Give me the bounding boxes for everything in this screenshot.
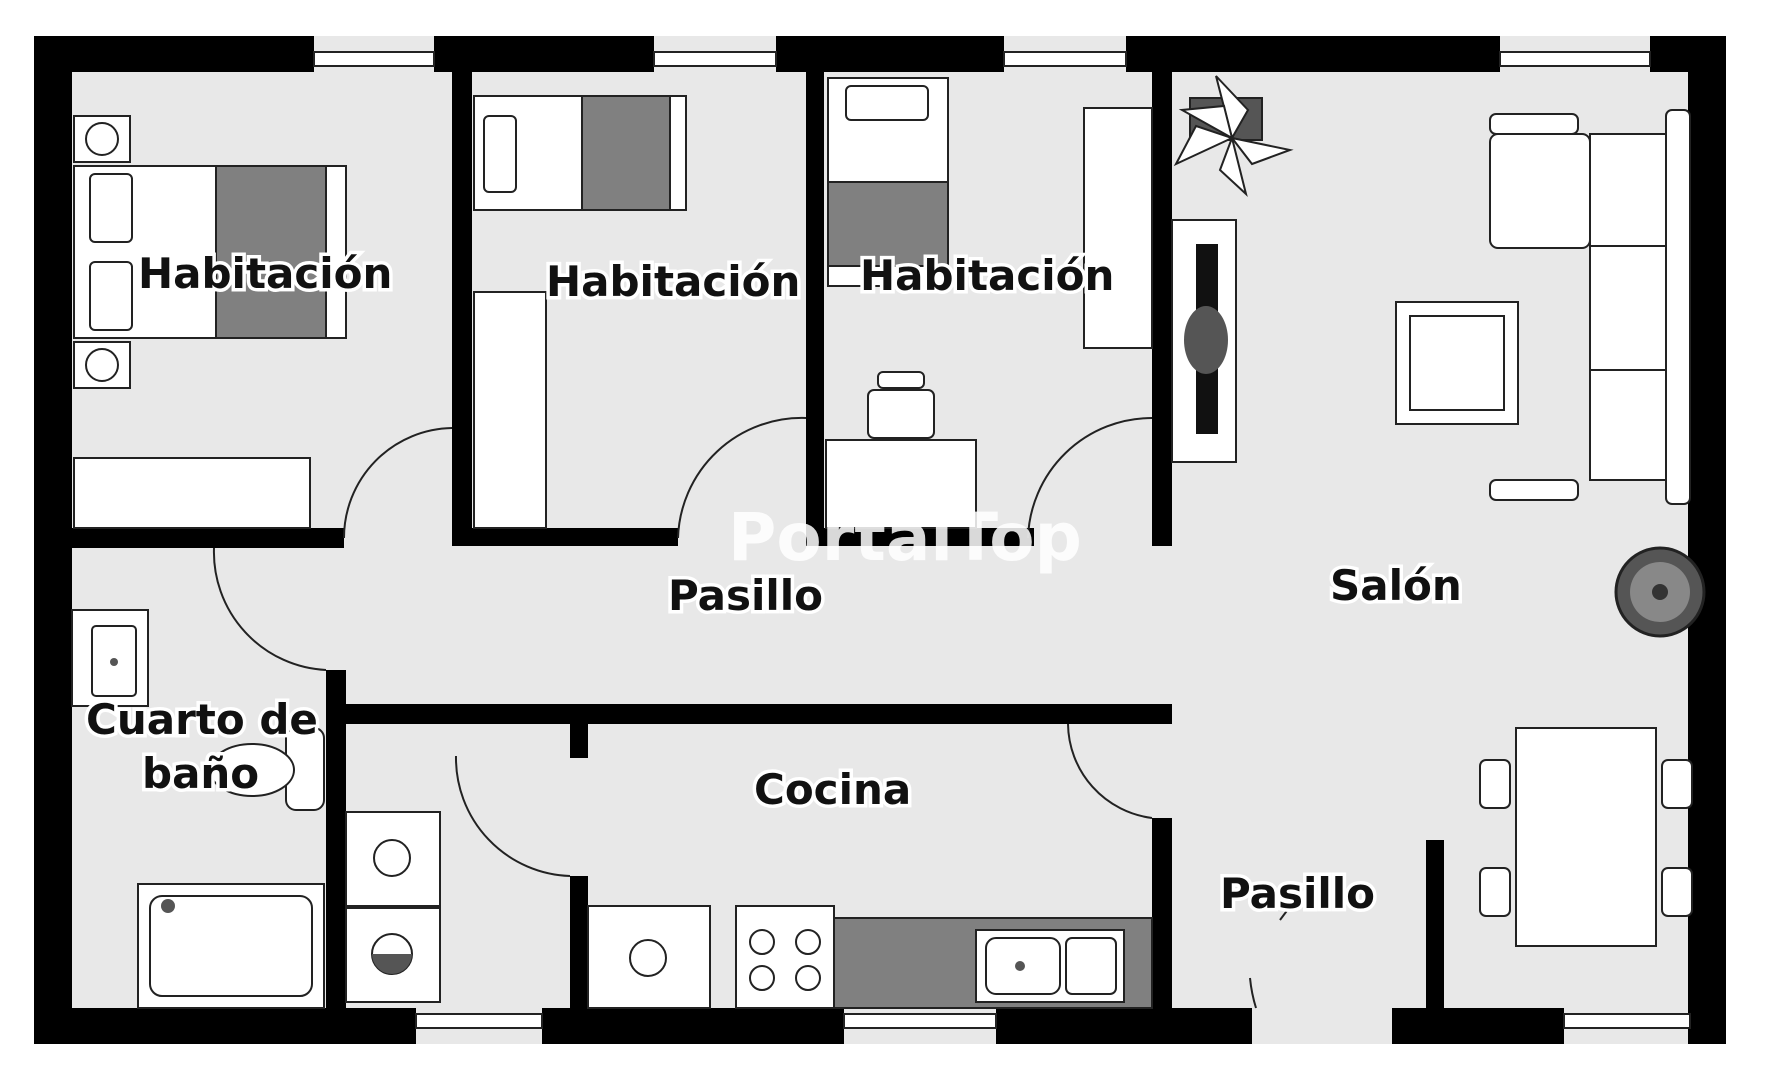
outer-walls: [34, 36, 1726, 1044]
room-label-living-room: Salón: [1330, 561, 1462, 610]
refrigerator: [587, 905, 711, 1009]
room-label-bathroom-line-2: baño: [142, 749, 259, 798]
wardrobe-2: [1083, 107, 1153, 349]
double-bed: [73, 115, 347, 389]
watermark: PortalTop: [728, 499, 1082, 576]
door-swings: [212, 416, 1311, 1009]
room-label-bedroom-3: Habitación: [860, 251, 1114, 300]
desk-chair: [867, 371, 935, 439]
single-bed: [473, 95, 687, 211]
washing-machine: [345, 907, 441, 1003]
sofa: [1489, 109, 1691, 505]
tv-unit: [1171, 219, 1237, 463]
single-bed-2: [827, 77, 949, 287]
sink: [975, 929, 1125, 1003]
floor-lamp: [1614, 546, 1706, 638]
washbasin: [71, 609, 149, 707]
windows: [313, 51, 1691, 1029]
coffee-table: [1395, 301, 1519, 425]
dresser: [73, 457, 311, 529]
bathtub: [137, 883, 325, 1009]
wardrobe: [473, 291, 547, 529]
room-label-bathroom-line-1: Cuarto de: [86, 695, 318, 744]
room-label-bedroom-1: Habitación: [138, 249, 392, 298]
dining-table: [1479, 727, 1693, 947]
room-label-hallway: Pasillo: [668, 571, 823, 620]
desk: [825, 439, 977, 529]
stove: [735, 905, 835, 1009]
plant: [1173, 75, 1294, 198]
room-label-bedroom-2: Habitación: [546, 257, 800, 306]
room-label-entrance-hallway: Pasillo: [1220, 869, 1375, 918]
toilet: [209, 727, 325, 811]
interior-walls: [72, 72, 1444, 1010]
room-label-kitchen: Cocina: [754, 765, 911, 814]
dryer: [345, 811, 441, 907]
